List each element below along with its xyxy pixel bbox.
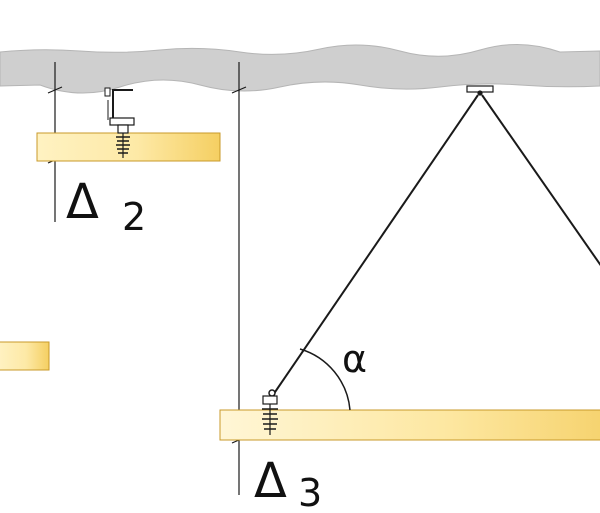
bracket-hanger	[104, 87, 135, 158]
ceiling-slab	[0, 44, 600, 94]
angle-arc	[299, 348, 351, 411]
suspension-cables	[272, 94, 600, 396]
delta-2-symbol: Δ	[66, 174, 99, 230]
panel-main	[219, 409, 600, 441]
delta-2-subscript: 2	[122, 195, 146, 239]
angle-alpha-label: α	[342, 337, 367, 381]
delta-3-subscript: 3	[298, 471, 322, 513]
panel-anchor	[262, 389, 278, 435]
ceiling-anchor	[466, 85, 494, 96]
panel-lower-left	[0, 341, 50, 371]
delta-3-symbol: Δ	[254, 453, 287, 509]
